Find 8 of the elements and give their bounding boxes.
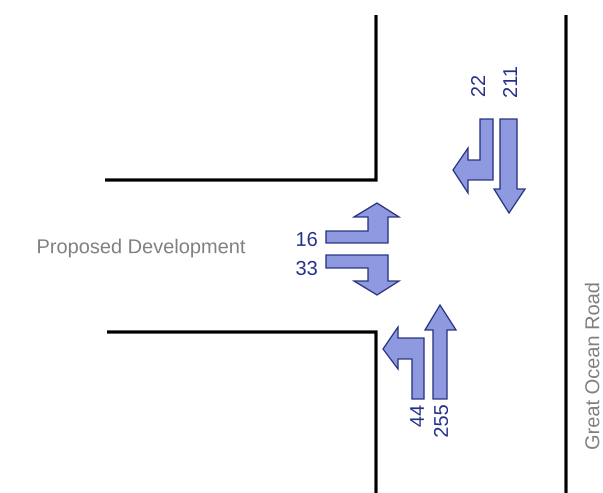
volume-number: 211 bbox=[503, 67, 517, 97]
volume-number: 22 bbox=[471, 76, 485, 96]
volume-number: 44 bbox=[410, 405, 424, 427]
volume-number: 33 bbox=[296, 260, 317, 276]
volume-number: 255 bbox=[434, 405, 448, 437]
road-label: Great Ocean Road bbox=[584, 283, 600, 449]
road-label: Proposed Development bbox=[38, 238, 246, 258]
volume-number: 16 bbox=[297, 232, 317, 246]
